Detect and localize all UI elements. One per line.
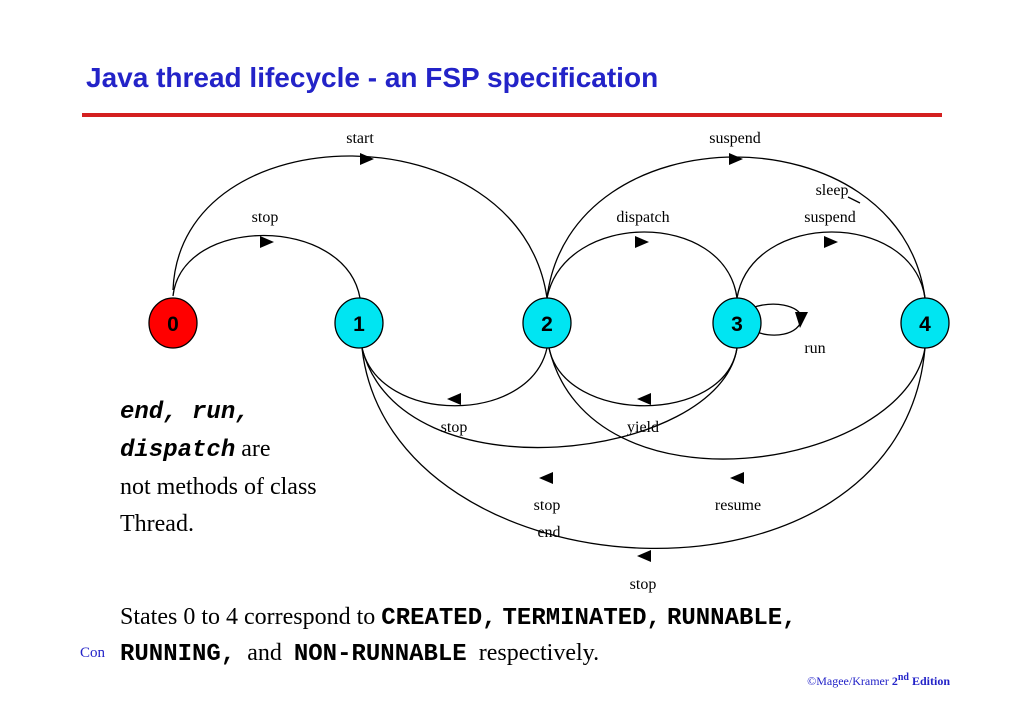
footer-copyright: ©Magee/Kramer 2nd Edition	[807, 672, 950, 689]
label-stop-2: stop	[441, 419, 468, 436]
label-yield: yield	[627, 419, 659, 436]
edge-stop-2-1	[361, 347, 548, 407]
label-run: run	[804, 340, 825, 357]
label-start: start	[346, 130, 374, 147]
label-stop-0-1: stop	[252, 209, 279, 226]
footer-edition-num: 2	[891, 674, 898, 688]
footer-edition-word: Edition	[911, 674, 950, 688]
footer-left-text: Con	[80, 645, 106, 661]
states-description: States 0 to 4 correspond to CREATED, TER…	[120, 600, 1000, 672]
arrow-yield	[637, 393, 651, 405]
arrow-stop-0-1	[260, 236, 274, 248]
edge-start	[172, 155, 548, 299]
arrow-start	[360, 153, 374, 165]
edge-dispatch	[546, 231, 738, 299]
arrow-dispatch	[635, 236, 649, 248]
note-text-rest: not methods of class Thread.	[120, 474, 317, 537]
note-code-line1: end, run,	[120, 399, 250, 426]
state-running: RUNNING,	[120, 641, 236, 668]
title-rule	[82, 113, 942, 117]
arrow-stop-2-1	[447, 393, 461, 405]
arrow-stop-3-1	[539, 472, 553, 484]
state-runnable: RUNNABLE,	[666, 605, 797, 632]
state-non-runnable: NON-RUNNABLE	[293, 641, 467, 668]
state-node-2-label: 2	[541, 313, 553, 336]
sleep-pointer	[847, 196, 861, 204]
note-text-are: are	[235, 436, 271, 462]
edge-stop-3-1	[361, 347, 738, 449]
label-suspend-3-4: suspend	[804, 209, 856, 226]
state-node-1	[334, 297, 384, 349]
state-node-2	[522, 297, 572, 349]
label-sleep: sleep	[816, 182, 849, 199]
states-suffix: respectively.	[478, 640, 600, 666]
note-code-line2: dispatch	[120, 437, 236, 464]
state-created: CREATED,	[381, 605, 497, 632]
state-node-3-label: 3	[731, 313, 743, 336]
edge-stop-4-1	[361, 347, 926, 550]
slide-title: Java thread lifecycle - an FSP specifica…	[86, 62, 659, 93]
methods-note: end, run, dispatch are not methods of cl…	[120, 393, 350, 543]
label-end: end	[537, 524, 560, 541]
state-node-0	[148, 297, 198, 349]
state-node-4-label: 4	[919, 313, 931, 336]
arrow-suspend-3-4	[824, 236, 838, 248]
edge-stop-0-1	[172, 234, 361, 299]
state-node-0-label: 0	[167, 313, 179, 336]
label-stop-4: stop	[630, 576, 657, 593]
arrow-run	[795, 312, 808, 328]
footer-edition-sup: nd	[897, 672, 909, 683]
label-resume: resume	[715, 497, 761, 514]
footer-copyright-text: ©Magee/Kramer	[807, 674, 889, 688]
arrow-resume	[730, 472, 744, 484]
label-stop-3: stop	[534, 497, 561, 514]
state-node-1-label: 1	[353, 313, 365, 336]
state-terminated: TERMINATED,	[502, 605, 661, 632]
arrow-suspend-2-4	[729, 153, 743, 165]
edge-resume	[548, 347, 926, 460]
edge-yield	[548, 347, 738, 407]
edge-suspend-2-4	[546, 156, 926, 299]
states-prefix: States 0 to 4 correspond to	[120, 604, 382, 630]
states-and: and	[247, 640, 282, 666]
label-dispatch: dispatch	[616, 209, 669, 226]
edge-suspend-3-4	[736, 231, 926, 299]
state-node-4	[900, 297, 950, 349]
state-node-3	[712, 297, 762, 349]
arrow-stop-4-1	[637, 550, 651, 562]
label-suspend-top: suspend	[709, 130, 761, 147]
